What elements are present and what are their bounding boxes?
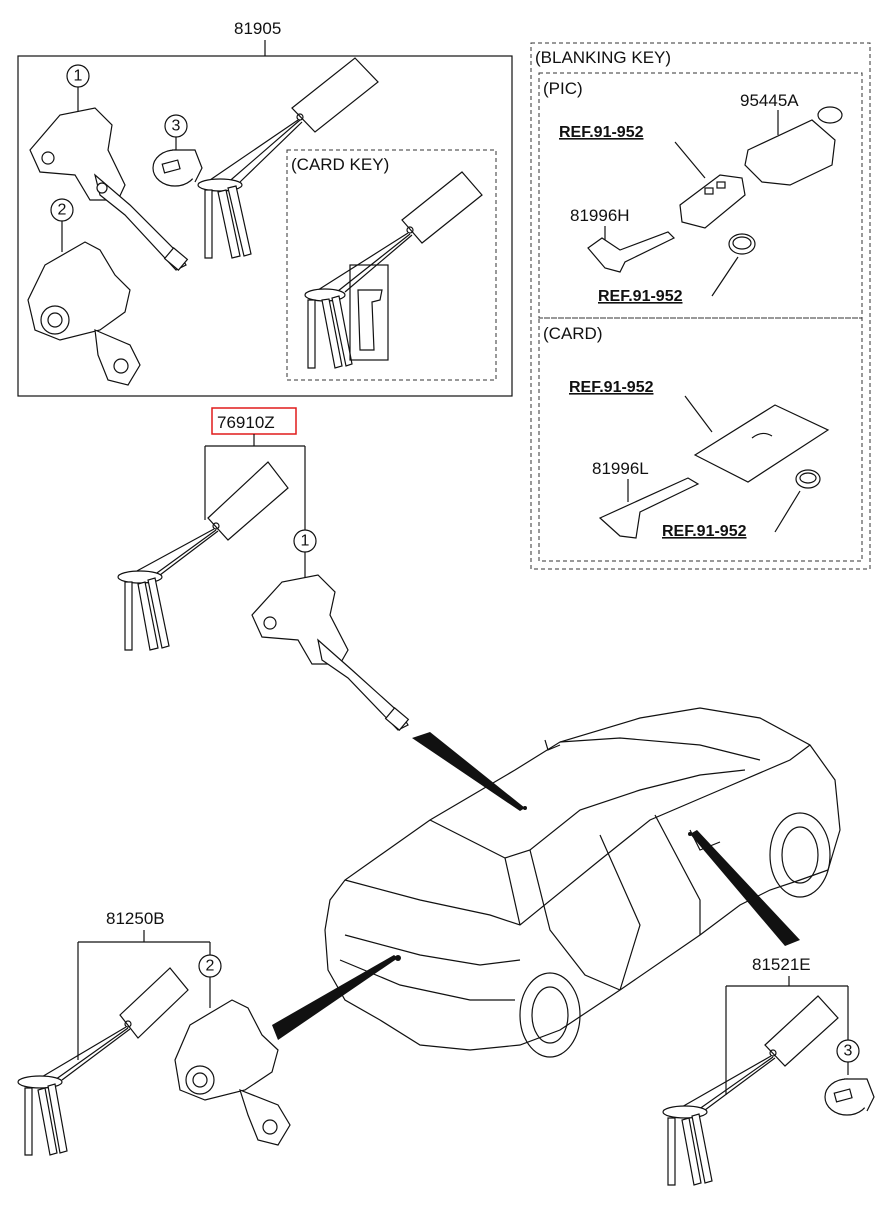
pointer-arrow	[272, 955, 398, 1040]
leader-line	[711, 256, 739, 297]
trunk-lock-assembly-81250B[interactable]	[174, 999, 291, 1146]
trunk-lock-assembly[interactable]	[27, 241, 141, 386]
callout-number: 2	[206, 958, 215, 975]
callout-number: 1	[301, 533, 310, 550]
leader-line	[674, 141, 706, 179]
leader-bracket	[204, 434, 306, 530]
card-box	[538, 317, 863, 562]
ref-label-pic-battery[interactable]: REF.91-952	[598, 288, 683, 305]
part-label-81996L[interactable]: 81996L	[592, 459, 649, 478]
part-label-95445A[interactable]: 95445A	[740, 91, 799, 110]
callout-number: 3	[844, 1043, 853, 1060]
key-set-76910Z[interactable]	[117, 461, 289, 651]
group-label-card-key: (CARD KEY)	[291, 155, 389, 174]
leader-bracket	[725, 976, 849, 1095]
ref-label-pic-fob[interactable]: REF.91-952	[559, 124, 644, 141]
part-label-81250B[interactable]: 81250B	[106, 909, 165, 928]
smart-key-fob[interactable]	[679, 174, 746, 229]
group-label-blanking-key: (BLANKING KEY)	[535, 48, 671, 67]
door-lock-cylinder-81521E[interactable]	[824, 1078, 875, 1116]
coin-battery-pic[interactable]	[728, 233, 756, 255]
ref-label-card[interactable]: REF.91-952	[569, 379, 654, 396]
key-set-81521E[interactable]	[662, 995, 839, 1186]
leader-line	[684, 395, 713, 433]
callout-number: 2	[58, 202, 67, 219]
group-label-card: (CARD)	[543, 324, 603, 343]
ignition-lock-cylinder-76910Z[interactable]	[251, 574, 410, 731]
group-label-pic: (PIC)	[543, 79, 583, 98]
coin-battery-card[interactable]	[795, 469, 821, 489]
pointer-arrow	[690, 830, 800, 946]
part-label-81996H[interactable]: 81996H	[570, 206, 630, 225]
card-key-box	[286, 149, 497, 381]
part-label-76910Z[interactable]: 76910Z	[217, 413, 275, 432]
callout-number: 1	[74, 68, 83, 85]
emergency-key-81996H[interactable]	[587, 231, 676, 273]
leader-bracket	[77, 930, 211, 1060]
door-lock-cylinder[interactable]	[152, 149, 203, 187]
card-key-set[interactable]	[304, 171, 483, 369]
part-label-81521E[interactable]: 81521E	[752, 955, 811, 974]
ref-label-card-battery[interactable]: REF.91-952	[662, 523, 747, 540]
ignition-lock-cylinder[interactable]	[29, 107, 189, 271]
smart-card-key[interactable]	[693, 404, 830, 483]
card-emergency-key-81996L[interactable]	[598, 477, 700, 539]
leader-line	[774, 490, 801, 533]
blanking-key-box	[530, 42, 871, 570]
key-cover-95445A[interactable]	[744, 106, 843, 186]
part-label-81905[interactable]: 81905	[234, 19, 281, 38]
key-set-with-tag[interactable]	[197, 57, 379, 259]
pointer-arrow	[412, 732, 525, 811]
key-set-81250B[interactable]	[17, 967, 189, 1156]
kit-box-81905	[17, 55, 513, 397]
callout-number: 3	[172, 118, 181, 135]
vehicle-outline	[324, 707, 841, 1058]
